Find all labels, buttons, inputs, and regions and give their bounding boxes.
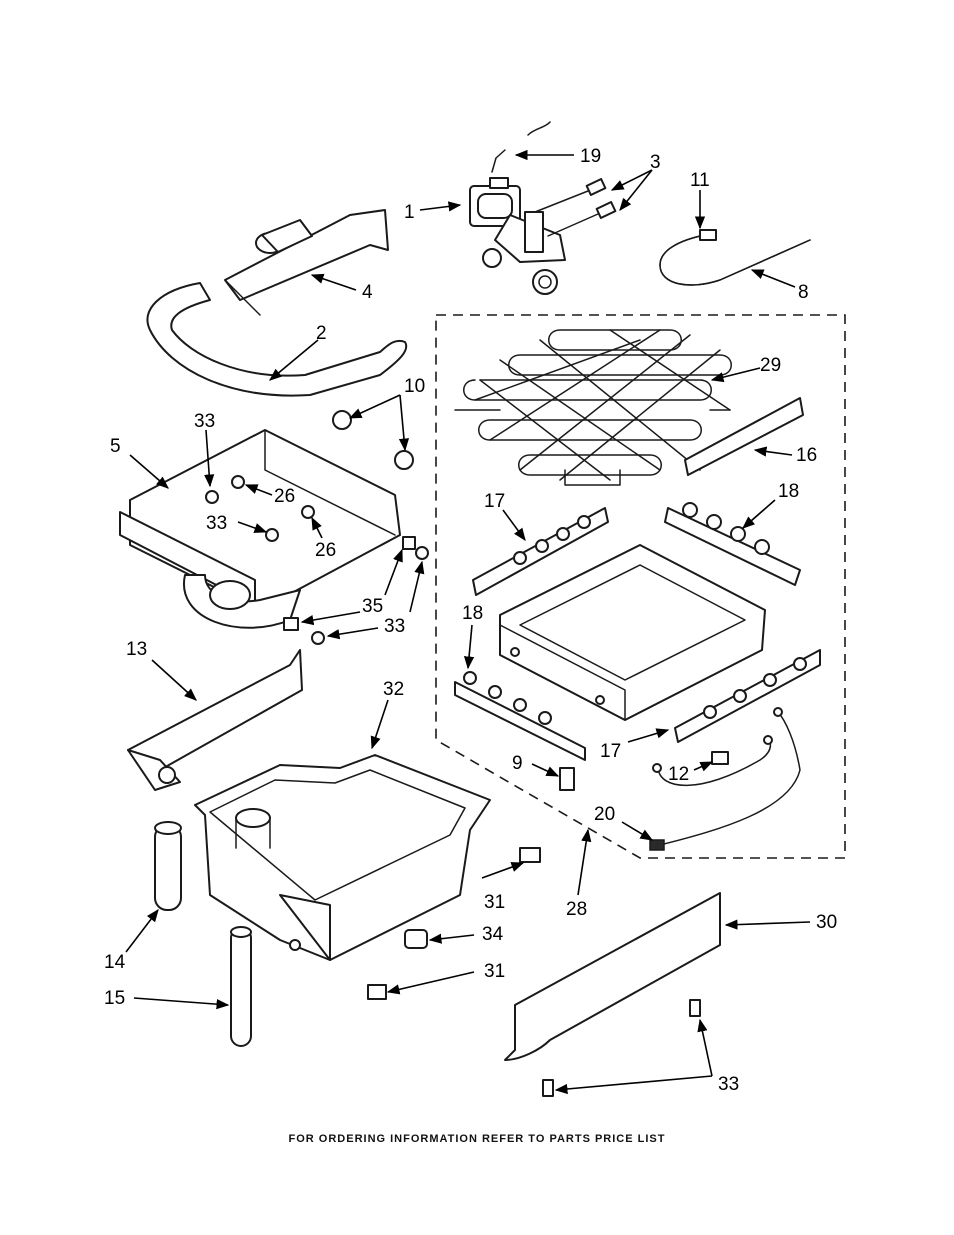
callout-3: 3 <box>650 152 661 173</box>
callout-8: 8 <box>798 282 809 303</box>
fill-tube-part <box>659 229 811 286</box>
ice-bin-part <box>194 754 491 961</box>
callout-labels: 19 3 1 11 8 4 2 10 5 33 26 33 26 35 33 1… <box>104 146 837 1095</box>
mold-bracket-lower-part <box>454 671 586 761</box>
mold-support-upper-part <box>472 507 609 596</box>
callout-11: 11 <box>690 170 710 191</box>
evaporator-frame-part <box>119 410 416 629</box>
callout-18-a: 18 <box>778 481 799 502</box>
callout-28: 28 <box>566 899 587 920</box>
callout-10: 10 <box>404 376 425 397</box>
callout-29: 29 <box>760 355 781 376</box>
callout-33-d: 33 <box>718 1074 739 1095</box>
callout-16: 16 <box>796 445 817 466</box>
callout-2: 2 <box>316 323 327 344</box>
callout-20: 19 <box>580 146 601 167</box>
callout-26-a: 26 <box>274 486 295 507</box>
heater-screw-part <box>711 751 729 765</box>
callout-33-a: 33 <box>194 411 215 432</box>
callout-31-b: 31 <box>484 961 505 982</box>
callout-32: 32 <box>383 679 404 700</box>
bin-fasteners-part <box>367 847 541 1000</box>
callout-33-c: 33 <box>384 616 405 637</box>
water-valve-part <box>469 177 566 295</box>
callout-19: 20 <box>594 804 615 825</box>
callout-13: 13 <box>126 639 147 660</box>
callout-35: 35 <box>362 596 383 617</box>
callout-17-a: 17 <box>484 491 505 512</box>
drain-hose-part <box>230 926 252 1047</box>
wire-harness-part <box>649 707 801 851</box>
callout-33-b: 33 <box>206 513 227 534</box>
evaporator-kit-outline <box>435 314 846 859</box>
callout-1: 1 <box>404 202 415 223</box>
callout-14: 14 <box>104 952 126 973</box>
mold-support-lower-part <box>674 649 821 743</box>
water-tube-part <box>491 121 551 173</box>
callout-34: 34 <box>482 924 504 945</box>
callout-30: 30 <box>816 912 837 933</box>
thermistor-part <box>559 767 575 791</box>
callout-26-b: 26 <box>315 540 336 561</box>
callout-5: 5 <box>110 436 121 457</box>
ice-chute-part <box>127 649 303 791</box>
callout-17-b: 17 <box>600 741 621 762</box>
valve-screw-part <box>534 178 617 237</box>
callout-12: 12 <box>668 764 689 785</box>
drain-tube-part <box>154 821 182 911</box>
callout-9: 9 <box>512 753 523 774</box>
callout-4: 4 <box>362 282 373 303</box>
front-cover-part <box>504 892 721 1097</box>
fill-tube-curved-part <box>146 282 408 397</box>
frame-screws-part <box>205 475 429 645</box>
callout-18-b: 18 <box>462 603 483 624</box>
ordering-note: FOR ORDERING INFORMATION REFER TO PARTS … <box>288 1133 666 1145</box>
leader-lines <box>125 149 811 1095</box>
fill-cup-part <box>224 209 389 316</box>
mold-bracket-upper-part <box>664 502 801 586</box>
callout-31-a: 31 <box>484 892 505 913</box>
ice-mold-tray-part <box>499 544 766 721</box>
callout-15: 15 <box>104 988 125 1009</box>
insulation-strip-part <box>684 397 804 476</box>
